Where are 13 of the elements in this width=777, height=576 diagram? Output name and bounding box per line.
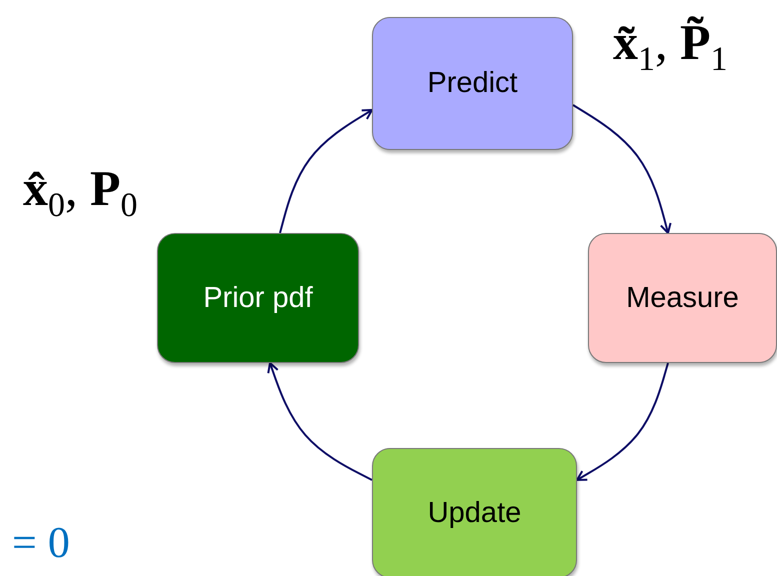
arrow xyxy=(576,362,669,481)
math-label: x̃$_{1}$, P̃$_{1}$ xyxy=(613,13,728,79)
process-box xyxy=(372,448,577,576)
step-label: Measure xyxy=(626,282,739,314)
equation-text: = 0 xyxy=(12,517,70,568)
arrow xyxy=(267,362,372,481)
step-label: Prior pdf xyxy=(203,282,313,314)
step-label: Update xyxy=(428,496,522,530)
step-label: Predict xyxy=(427,67,518,100)
arrow xyxy=(279,109,373,234)
math-label: x̂$_{0}$, P$_{0}$ xyxy=(23,159,138,225)
arrow xyxy=(572,104,672,234)
process-box xyxy=(588,233,777,363)
